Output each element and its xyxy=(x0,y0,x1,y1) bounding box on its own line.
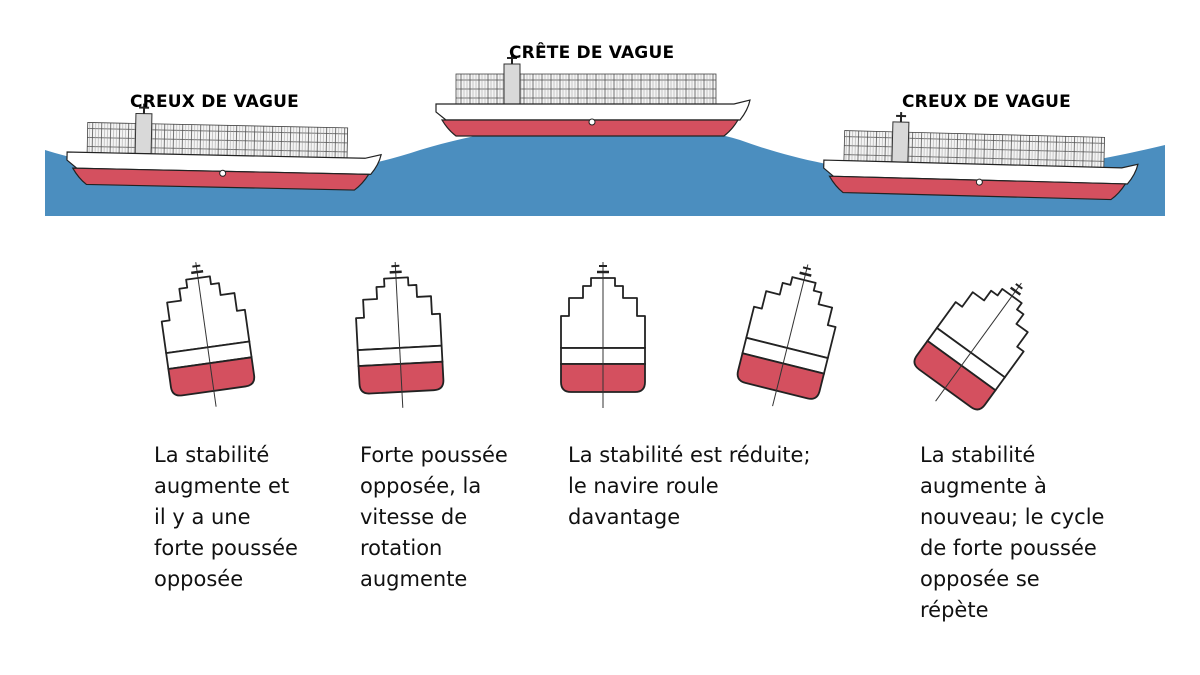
caption-line: le navire roule xyxy=(568,474,719,498)
section-upright xyxy=(559,260,647,410)
caption-1: La stabilité augmente et il y a une fort… xyxy=(154,440,298,595)
ship-crest xyxy=(435,53,751,137)
caption-line: La stabilité est réduite; xyxy=(568,443,811,467)
section-heel-left xyxy=(152,255,259,414)
caption-line: Forte poussée xyxy=(360,443,508,467)
caption-line: opposée, la xyxy=(360,474,482,498)
caption-line: opposée xyxy=(154,567,244,591)
caption-line: davantage xyxy=(568,505,681,529)
caption-line: répète xyxy=(920,598,989,622)
caption-line: rotation xyxy=(360,536,443,560)
section-upright-lean xyxy=(351,258,446,412)
section-heel-strong xyxy=(900,257,1057,428)
caption-4: La stabilité augmente à nouveau; le cycl… xyxy=(920,440,1104,626)
caption-line: augmente et xyxy=(154,474,290,498)
section-heel-right xyxy=(730,253,850,418)
caption-line: augmente à xyxy=(920,474,1047,498)
caption-line: il y a une xyxy=(154,505,251,529)
caption-line: augmente xyxy=(360,567,468,591)
caption-line: La stabilité xyxy=(154,443,270,467)
trough-right-label: CREUX DE VAGUE xyxy=(902,92,1071,112)
caption-2: Forte poussée opposée, la vitesse de rot… xyxy=(360,440,508,595)
caption-line: de forte poussée xyxy=(920,536,1097,560)
caption-line: nouveau; le cycle xyxy=(920,505,1105,529)
caption-line: opposée se xyxy=(920,567,1040,591)
trough-left-label: CREUX DE VAGUE xyxy=(130,92,299,112)
ship-trough-right xyxy=(822,109,1141,202)
caption-3: La stabilité est réduite; le navire roul… xyxy=(568,440,811,533)
crest-label: CRÊTE DE VAGUE xyxy=(509,43,675,63)
caption-line: vitesse de xyxy=(360,505,468,529)
caption-line: La stabilité xyxy=(920,443,1036,467)
caption-line: forte poussée xyxy=(154,536,298,560)
ship-trough-left xyxy=(65,101,384,192)
